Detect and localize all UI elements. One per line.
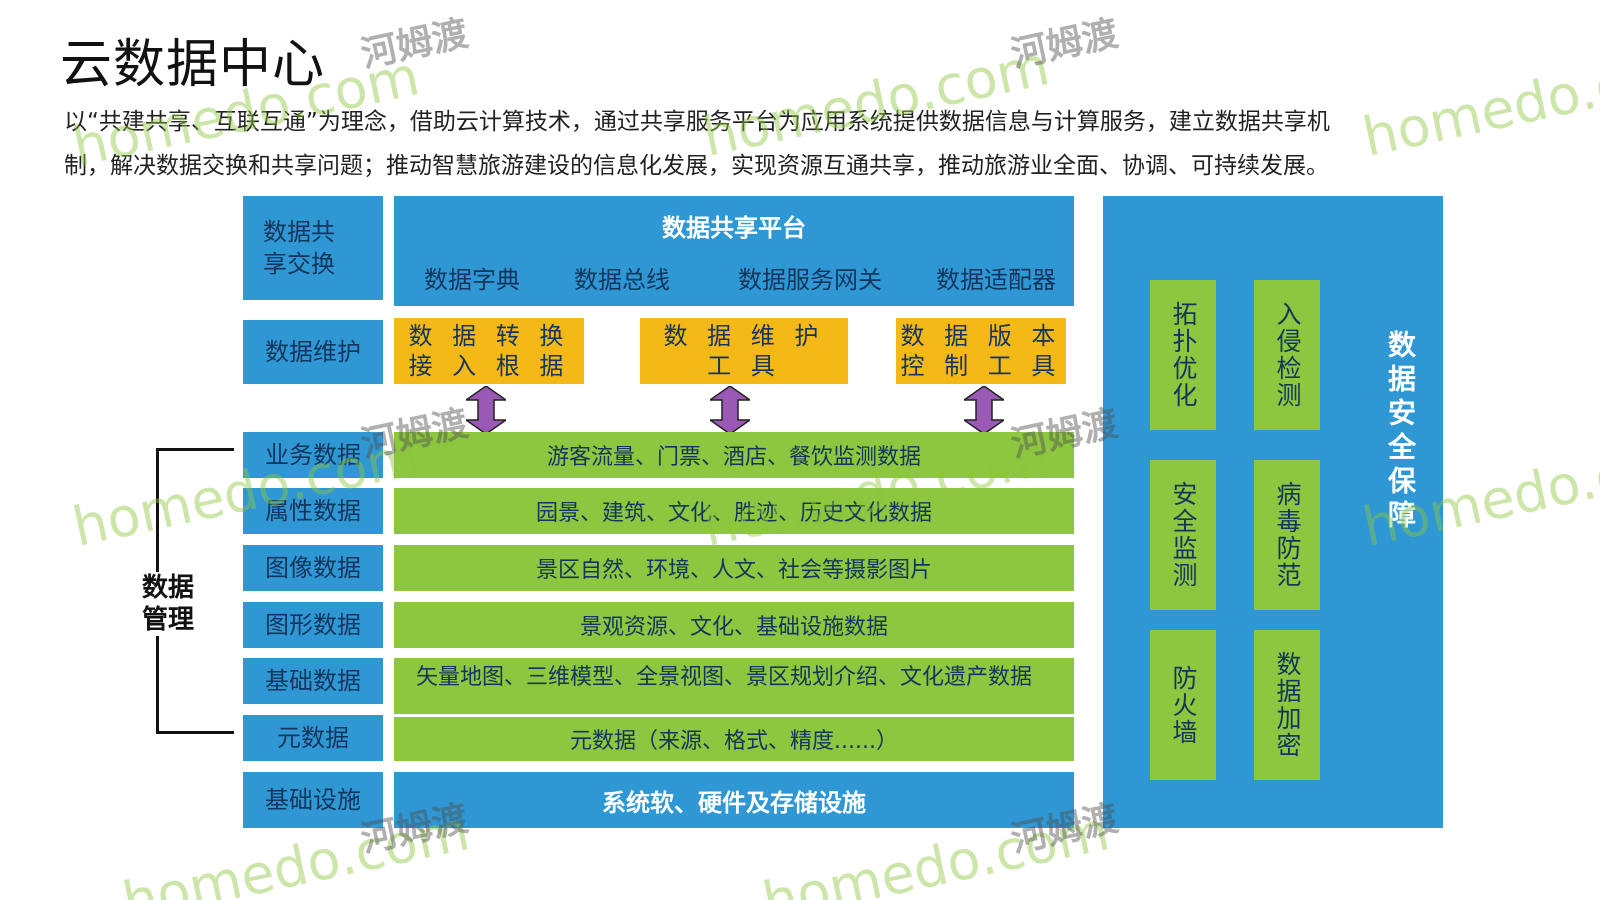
platform-item-dictionary: 数据字典 [424,266,520,294]
label-image-data: 图像数据 [243,545,383,591]
double-arrow-icon [466,386,506,434]
security-item-topology-text: 拓扑优化 [1169,301,1198,409]
security-item-intrusion-detection-text: 入侵检测 [1273,301,1302,409]
page-title: 云数据中心 [60,35,326,95]
security-item-encryption-text: 数据加密 [1273,651,1302,759]
label-graphic-data: 图形数据 [243,602,383,648]
intro-line-2: 制，解决数据交换和共享问题；推动智慧旅游建设的信息化发展，实现资源互通共享，推动… [64,153,1329,179]
label-infrastructure-text: 基础设施 [265,786,361,814]
tool-version-control: 数 据 版 本 控 制 工 具 [896,318,1066,384]
security-item-encryption: 数据加密 [1254,630,1320,780]
watermark-logo: 河姆渡 [357,13,472,76]
data-management-label: 数据管理 [138,572,198,636]
label-data-maintenance: 数据维护 [243,320,383,384]
tool-data-maintenance: 数 据 维 护 工 具 [640,318,848,384]
label-base-data: 基础数据 [243,658,383,704]
tool-data-conversion: 数 据 转 换 接 入 根 据 [394,318,584,384]
label-base-data-text: 基础数据 [265,667,361,695]
row-image-data: 景区自然、环境、人文、社会等摄影图片 [394,545,1074,591]
tool-data-conversion-line1: 数 据 转 换 [408,322,570,350]
tool-data-maintenance-line1: 数 据 维 护 [663,322,825,350]
platform-item-adapter: 数据适配器 [936,266,1056,294]
tool-data-conversion-line2: 接 入 根 据 [408,352,570,380]
watermark-logo: 河姆渡 [1007,13,1122,76]
double-arrow-icon [710,386,750,434]
row-base-data-text: 矢量地图、三维模型、全景视图、景区规划介绍、文化遗产数据 [416,665,1033,690]
platform-title: 数据共享平台 [662,214,806,242]
row-metadata: 元数据（来源、格式、精度......） [394,717,1074,761]
double-arrow-icon [964,386,1004,434]
row-graphic-data-text: 景观资源、文化、基础设施数据 [579,615,888,640]
infrastructure-bar-text: 系统软、硬件及存储设施 [602,788,866,817]
platform-item-bus: 数据总线 [574,266,670,294]
row-attribute-data: 园景、建筑、文化、胜迹、历史文化数据 [394,488,1074,534]
security-item-virus-prevention: 病毒防范 [1254,460,1320,610]
security-item-monitoring-text: 安全监测 [1169,481,1198,589]
row-business-data-text: 游客流量、门票、酒店、餐饮监测数据 [546,445,921,470]
security-item-firewall-text: 防火墙 [1169,664,1198,746]
security-item-intrusion-detection: 入侵检测 [1254,280,1320,430]
label-infrastructure: 基础设施 [243,772,383,828]
row-graphic-data: 景观资源、文化、基础设施数据 [394,602,1074,648]
label-metadata-text: 元数据 [277,724,349,752]
label-graphic-data-text: 图形数据 [265,611,361,639]
label-data-exchange: 数据共享交换 [243,196,383,300]
row-attribute-data-text: 园景、建筑、文化、胜迹、历史文化数据 [535,501,932,526]
label-data-exchange-text: 数据共享交换 [263,218,335,278]
data-sharing-platform: 数据共享平台 数据字典 数据总线 数据服务网关 数据适配器 [394,196,1074,306]
label-image-data-text: 图像数据 [265,554,361,582]
label-attribute-data: 属性数据 [243,488,383,534]
security-title: 数据安全保障 [1384,330,1417,534]
intro-text: 以“共建共享、互联互通”为理念，借助云计算技术，通过共享服务平台为应用系统提供数… [64,100,1464,188]
infrastructure-bar: 系统软、硬件及存储设施 [394,772,1074,828]
tool-version-control-line2: 控 制 工 具 [900,352,1062,380]
label-business-data-text: 业务数据 [265,441,361,469]
row-business-data: 游客流量、门票、酒店、餐饮监测数据 [394,432,1074,478]
intro-line-1: 以“共建共享、互联互通”为理念，借助云计算技术，通过共享服务平台为应用系统提供数… [64,109,1330,135]
security-item-virus-prevention-text: 病毒防范 [1273,481,1302,589]
row-image-data-text: 景区自然、环境、人文、社会等摄影图片 [535,558,932,583]
security-item-monitoring: 安全监测 [1150,460,1216,610]
tool-version-control-line1: 数 据 版 本 [900,322,1062,350]
security-item-topology: 拓扑优化 [1150,280,1216,430]
platform-item-gateway: 数据服务网关 [738,266,882,294]
label-data-maintenance-text: 数据维护 [265,338,361,366]
label-business-data: 业务数据 [243,432,383,478]
security-item-firewall: 防火墙 [1150,630,1216,780]
row-metadata-text: 元数据（来源、格式、精度......） [570,729,898,754]
row-base-data: 矢量地图、三维模型、全景视图、景区规划介绍、文化遗产数据 [394,658,1074,714]
tool-data-maintenance-line2: 工 具 [707,352,781,380]
label-attribute-data-text: 属性数据 [265,497,361,525]
label-metadata: 元数据 [243,715,383,761]
